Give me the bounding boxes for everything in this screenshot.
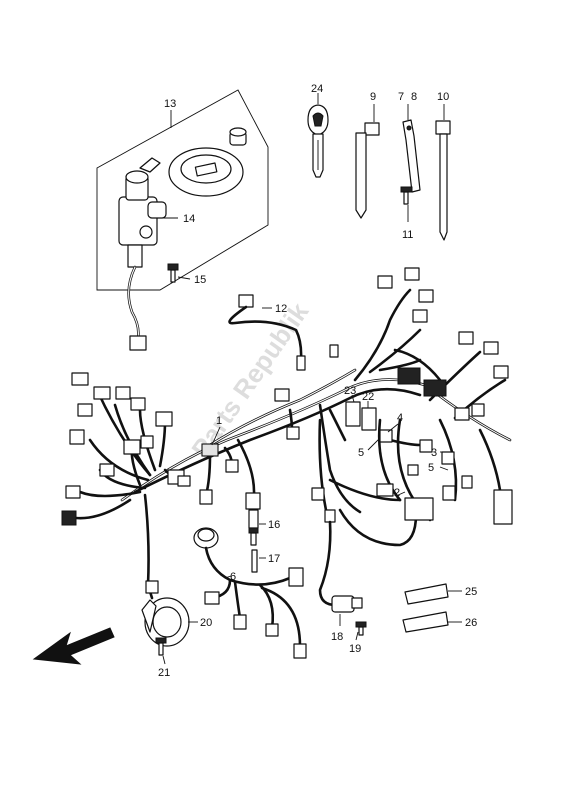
- label-2: 2: [394, 487, 400, 499]
- label-23: 23: [344, 385, 356, 397]
- label-20: 20: [200, 617, 212, 629]
- pin-17: [251, 549, 258, 573]
- label-5a: 5: [358, 447, 364, 459]
- label-5b: 5: [428, 462, 434, 474]
- ignition-connector: [129, 335, 147, 351]
- label-16: 16: [268, 519, 280, 531]
- clamp-9: [355, 122, 380, 219]
- label-6: 6: [230, 571, 236, 583]
- label-12: 12: [275, 303, 287, 315]
- label-24: 24: [311, 83, 323, 95]
- label-3: 3: [431, 447, 437, 459]
- front-arrow-icon: [32, 627, 115, 665]
- lock-set-outline: [96, 89, 269, 291]
- tie-10: [435, 120, 451, 241]
- clamp-7-8: [400, 119, 421, 205]
- label-26: 26: [465, 617, 477, 629]
- label-4: 4: [397, 412, 403, 424]
- label-13: 13: [164, 98, 176, 110]
- lock-set-group: 13 14: [96, 89, 269, 291]
- label-14: 14: [183, 213, 195, 225]
- ignition-stem: [127, 244, 143, 268]
- label-17: 17: [268, 553, 280, 565]
- sub-harness-6: [193, 527, 307, 659]
- ignition-key: [139, 157, 161, 173]
- label-22: 22: [362, 391, 374, 403]
- label-10: 10: [437, 91, 449, 103]
- key-24: [307, 104, 329, 178]
- tape-25: [404, 583, 449, 605]
- screw-15: [167, 263, 179, 283]
- label-7: 7: [398, 91, 404, 103]
- label-8: 8: [411, 91, 417, 103]
- ignition-wire: [127, 265, 140, 340]
- left-connectors: [61, 372, 300, 526]
- tape-26: [402, 611, 449, 633]
- horn-20: [141, 580, 190, 656]
- label-1: 1: [216, 415, 222, 427]
- label-15: 15: [194, 274, 206, 286]
- label-19: 19: [349, 643, 361, 655]
- relay-18: [318, 520, 367, 636]
- label-11: 11: [402, 229, 413, 241]
- label-18: 18: [331, 631, 343, 643]
- label-21: 21: [158, 667, 170, 679]
- label-9: 9: [370, 91, 376, 103]
- label-25: 25: [465, 586, 477, 598]
- sensor-16: [245, 492, 261, 546]
- right-connectors: [311, 267, 513, 525]
- lead-12: [228, 294, 339, 371]
